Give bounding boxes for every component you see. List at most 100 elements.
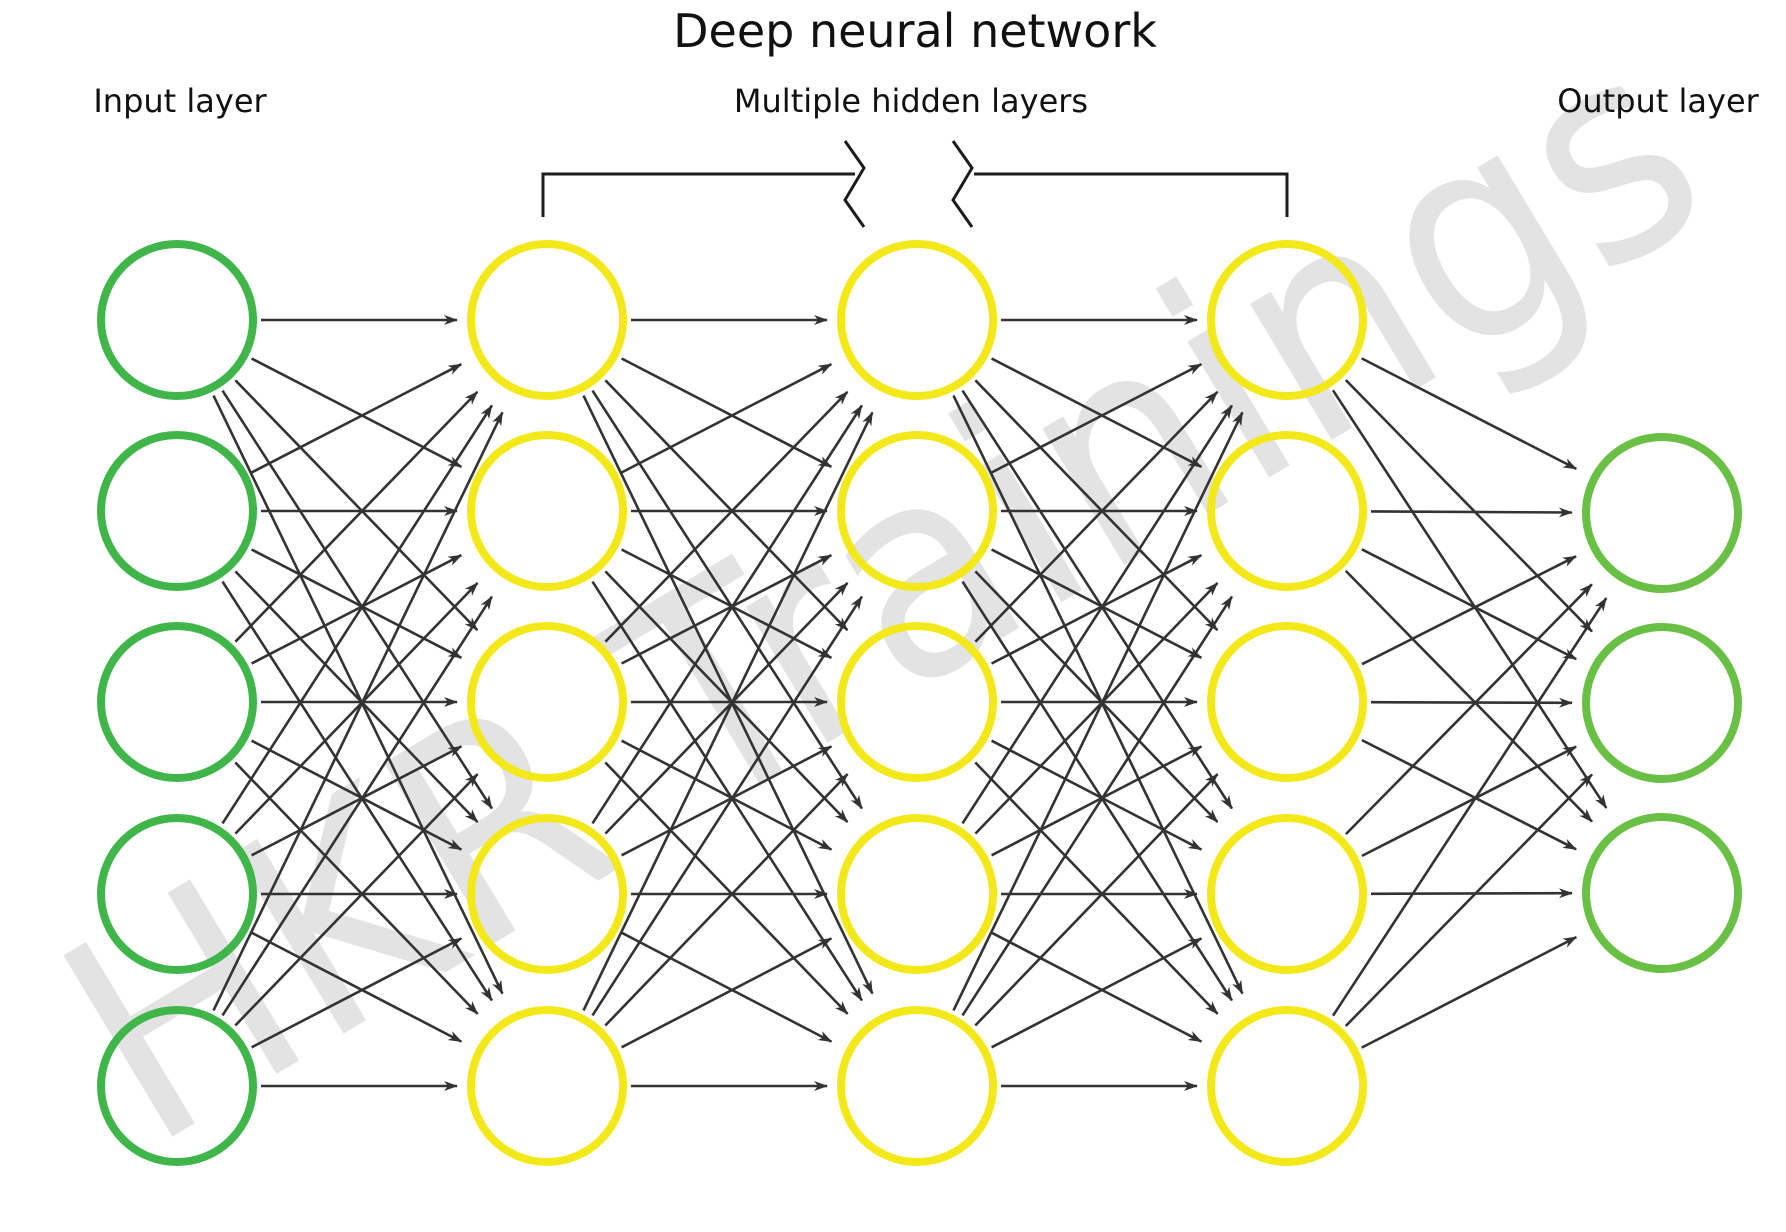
bracket-right bbox=[974, 172, 1289, 217]
connection-arrow bbox=[991, 937, 1203, 1049]
hidden-2-layer bbox=[837, 240, 997, 1166]
connections bbox=[212, 315, 1608, 1091]
connection-arrow bbox=[251, 554, 463, 665]
output-layer bbox=[1582, 433, 1742, 973]
connection-arrow bbox=[221, 580, 493, 1002]
connection-arrow bbox=[591, 404, 863, 825]
input-node bbox=[97, 431, 257, 591]
connection-arrow bbox=[974, 390, 1219, 643]
connection-arrow bbox=[591, 580, 863, 1002]
connection-arrow bbox=[582, 411, 874, 1011]
hidden-3-layer bbox=[1207, 240, 1367, 1166]
hidden-node bbox=[467, 431, 627, 591]
connection-arrow bbox=[591, 595, 863, 1017]
hidden-node bbox=[467, 240, 627, 400]
connection-arrow bbox=[621, 937, 833, 1049]
output-node bbox=[1582, 813, 1742, 973]
connection-arrow bbox=[991, 931, 1203, 1043]
connection-arrow bbox=[221, 404, 493, 825]
connection-arrow bbox=[621, 548, 833, 659]
connection-arrow bbox=[1370, 697, 1573, 708]
connection-arrow bbox=[234, 379, 479, 632]
connection-arrow bbox=[1344, 583, 1593, 836]
connection-arrow bbox=[1331, 597, 1608, 1017]
connection-arrow bbox=[1361, 548, 1578, 661]
connection-arrow bbox=[1361, 357, 1578, 471]
hidden-node bbox=[837, 431, 997, 591]
connection-arrow bbox=[234, 570, 479, 823]
connection-arrow bbox=[621, 931, 833, 1043]
connection-arrow bbox=[974, 761, 1219, 1015]
connection-arrow bbox=[212, 411, 504, 1011]
connection-arrow bbox=[961, 389, 1233, 810]
hidden-node bbox=[837, 240, 997, 400]
hidden-node bbox=[1207, 240, 1367, 400]
connection-arrow bbox=[1370, 888, 1573, 899]
connection-arrow bbox=[1370, 507, 1573, 518]
connection-arrow bbox=[991, 554, 1203, 665]
connection-arrow bbox=[1361, 935, 1578, 1049]
hidden-node bbox=[837, 622, 997, 782]
connection-arrow bbox=[1344, 773, 1593, 1027]
connection-arrow bbox=[251, 937, 463, 1049]
watermark: HKR Trainings bbox=[12, 0, 1754, 1209]
connection-arrow bbox=[621, 739, 833, 851]
connection-arrow bbox=[961, 580, 1233, 1002]
watermark-text: HKR Trainings bbox=[12, 0, 1754, 1209]
connection-arrow bbox=[221, 595, 493, 1017]
hidden-layers-label: Multiple hidden layers bbox=[734, 82, 1088, 120]
connection-arrow bbox=[621, 554, 833, 665]
connection-arrow bbox=[251, 548, 463, 659]
connection-arrow bbox=[234, 761, 479, 1015]
input-layer bbox=[97, 240, 257, 1166]
hidden-node bbox=[1207, 814, 1367, 974]
connection-arrow bbox=[961, 404, 1233, 825]
nodes bbox=[97, 240, 1742, 1166]
connection-arrow bbox=[621, 357, 833, 468]
connection-arrow bbox=[961, 595, 1233, 1017]
connection-arrow bbox=[604, 773, 849, 1027]
connection-arrow bbox=[251, 357, 463, 468]
connection-arrow bbox=[974, 570, 1219, 823]
connection-arrow bbox=[251, 363, 463, 474]
connection-arrow bbox=[974, 773, 1219, 1027]
connection-arrow bbox=[952, 411, 1244, 1011]
connection-arrow bbox=[1361, 555, 1577, 666]
connection-arrow bbox=[604, 379, 849, 632]
connection-arrow bbox=[1344, 569, 1593, 823]
connection-arrow bbox=[1331, 389, 1608, 809]
connection-arrow bbox=[604, 582, 849, 835]
connection-arrow bbox=[604, 761, 849, 1015]
hidden-node bbox=[837, 814, 997, 974]
connection-arrow bbox=[251, 739, 463, 851]
input-node bbox=[97, 814, 257, 974]
connection-arrow bbox=[234, 390, 479, 643]
hidden-node bbox=[467, 1006, 627, 1166]
input-layer-label: Input layer bbox=[93, 82, 267, 120]
bracket-break-right bbox=[951, 140, 974, 228]
connection-arrow bbox=[234, 773, 479, 1027]
connection-arrow bbox=[991, 548, 1203, 659]
connection-arrow bbox=[991, 745, 1203, 857]
input-node bbox=[97, 622, 257, 782]
connection-arrow bbox=[234, 582, 479, 835]
hidden-node bbox=[467, 622, 627, 782]
hidden-node bbox=[1207, 622, 1367, 782]
connection-arrow bbox=[604, 390, 849, 643]
connection-arrow bbox=[251, 931, 463, 1043]
connection-arrow bbox=[1344, 379, 1593, 633]
connection-arrow bbox=[621, 363, 833, 474]
connection-arrow bbox=[1361, 745, 1577, 858]
hidden-node bbox=[467, 814, 627, 974]
hidden-node bbox=[1207, 431, 1367, 591]
connection-arrow bbox=[974, 379, 1219, 632]
bracket-left bbox=[541, 172, 855, 217]
input-node bbox=[97, 1006, 257, 1166]
output-layer-label: Output layer bbox=[1557, 82, 1759, 120]
connection-arrow bbox=[991, 357, 1203, 468]
output-node bbox=[1582, 433, 1742, 593]
hidden-1-layer bbox=[467, 240, 627, 1166]
connection-arrow bbox=[1361, 738, 1577, 851]
hidden-node bbox=[1207, 1006, 1367, 1166]
